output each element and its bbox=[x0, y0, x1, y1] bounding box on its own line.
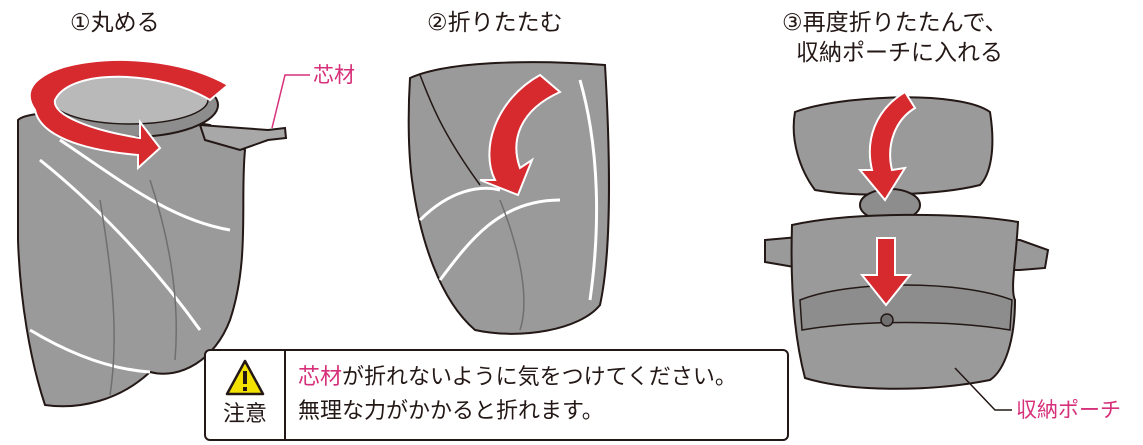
caution-icon-column: 注意 bbox=[206, 351, 286, 439]
step2-title: ②折りたたむ bbox=[427, 10, 563, 36]
caution-core-material-highlight: 芯材 bbox=[298, 365, 343, 390]
step3-title-line1: ③再度折りたたんで、 bbox=[782, 10, 1008, 36]
caution-notice: 注意 芯材が折れないように気をつけてください。 無理な力がかかると折れます。 bbox=[204, 349, 789, 441]
step3-title-line2: 収納ポーチに入れる bbox=[796, 40, 1003, 66]
caution-line1: 芯材が折れないように気をつけてください。 bbox=[298, 361, 737, 395]
step1-title: ①丸める bbox=[70, 10, 160, 36]
pouch-leader bbox=[954, 367, 1012, 411]
storage-pouch-label: 収納ポーチ bbox=[1016, 398, 1121, 422]
caution-label: 注意 bbox=[222, 402, 267, 427]
caution-line1-rest: が折れないように気をつけてください。 bbox=[342, 365, 737, 390]
core-material-label: 芯材 bbox=[313, 63, 355, 87]
step2-net-illustration bbox=[407, 61, 610, 335]
caution-line2: 無理な力がかかると折れます。 bbox=[298, 399, 604, 424]
caution-text: 芯材が折れないように気をつけてください。 無理な力がかかると折れます。 bbox=[298, 361, 737, 429]
step1-net-illustration bbox=[17, 58, 288, 408]
step3-pouch-illustration bbox=[764, 90, 1050, 390]
warning-triangle-icon bbox=[225, 359, 265, 396]
core-material-leader bbox=[271, 74, 310, 129]
